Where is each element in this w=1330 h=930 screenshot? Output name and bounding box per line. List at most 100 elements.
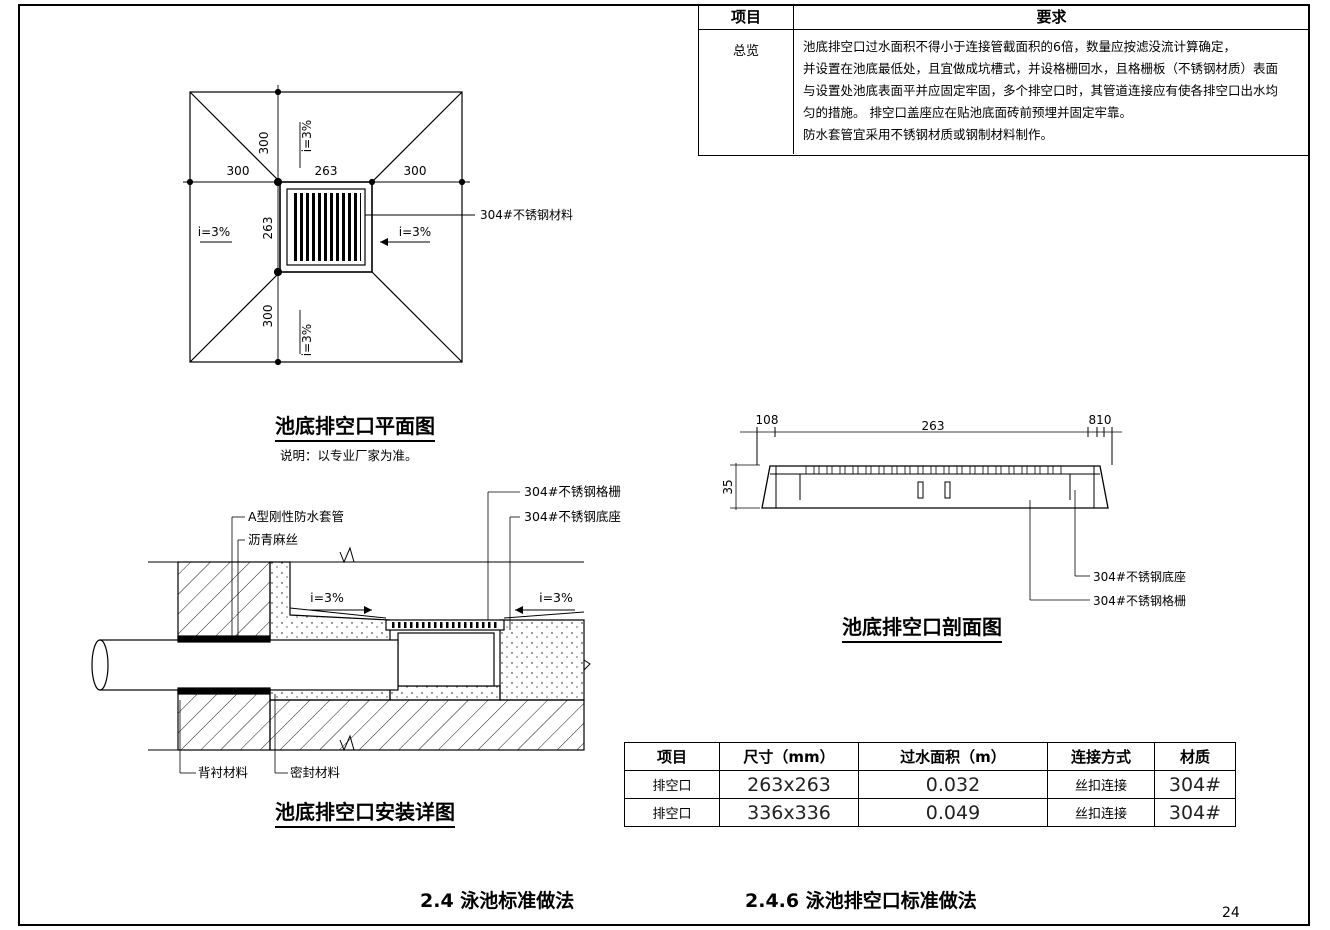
- install-slope-right: i=3%: [539, 590, 573, 605]
- plan-dim-263-left: 263: [261, 217, 275, 240]
- spec-cell: 0.049: [858, 798, 1048, 827]
- req-header-requirement: 要求: [794, 4, 1309, 30]
- grate-bar: [1039, 465, 1049, 475]
- install-label-backing: 背衬材料: [198, 765, 249, 780]
- grate-bar: [935, 465, 945, 475]
- plan-dim-300-top: 300: [257, 132, 271, 155]
- grate-bar: [410, 622, 413, 628]
- grate-bar: [482, 622, 485, 628]
- plan-dim-300-left: 300: [227, 164, 250, 178]
- section-dim-108: 108: [756, 413, 779, 427]
- install-label-sealant: 密封材料: [290, 765, 341, 780]
- requirements-table: 项目 要求 总览 池底排空口过水面积不得小于连接管截面积的6倍，数量应按滤没流计…: [698, 4, 1309, 156]
- section-label-grate: 304#不锈钢格栅: [1093, 593, 1186, 608]
- plan-title: 池底排空口平面图: [275, 410, 435, 442]
- spec-cell: 336x336: [719, 798, 859, 827]
- grate-bar: [476, 622, 479, 628]
- grate-bar: [494, 622, 497, 628]
- install-label-sleeve: A型刚性防水套管: [248, 509, 344, 524]
- plan-note: 说明：以专业厂家为准。: [280, 448, 418, 463]
- footer-subsection: 2.4.6 泳池排空口标准做法: [745, 890, 977, 912]
- req-line: 防水套管宜采用不锈钢材质或钢制材料制作。: [803, 127, 1054, 142]
- plan-outer-square: [189, 91, 463, 363]
- req-line: 与设置处池底表面平并应固定牢固，多个排空口时，其管道连接应有使各排空口出水均: [803, 83, 1279, 98]
- req-row-text: 池底排空口过水面积不得小于连接管截面积的6倍，数量应按滤没流计算确定， 并设置在…: [803, 36, 1303, 146]
- spec-header-row: 项目 尺寸（mm） 过水面积（m） 连接方式 材质: [624, 742, 1236, 771]
- spec-cell: 排空口: [624, 798, 720, 827]
- grate-bar: [392, 622, 395, 628]
- install-slope-left: i=3%: [310, 590, 344, 605]
- grate-bar: [909, 465, 919, 475]
- grate-bar: [805, 465, 815, 475]
- grate-bar: [398, 622, 401, 628]
- grate-bar: [1026, 465, 1036, 475]
- page-number: 24: [1222, 905, 1240, 921]
- plan-slope-bottom: i=3%: [300, 324, 314, 356]
- install-detail: [91, 491, 591, 774]
- grate-bar: [1000, 465, 1010, 475]
- plan-grate: [291, 193, 361, 261]
- section-view: [730, 427, 1122, 601]
- table-row: 排空口 336x336 0.049 丝扣连接 304#: [624, 798, 1236, 827]
- grate-bar: [464, 622, 467, 628]
- drawing-frame: [18, 4, 1310, 926]
- grate-bar: [416, 622, 419, 628]
- section-dim-263: 263: [922, 419, 945, 433]
- spec-cell: 304#: [1154, 798, 1236, 827]
- spec-header-material: 材质: [1154, 742, 1236, 771]
- install-title: 池底排空口安装详图: [275, 796, 455, 828]
- grate-bar: [961, 465, 971, 475]
- section-grate-bars: [805, 465, 1062, 475]
- spec-cell: 排空口: [624, 770, 720, 799]
- grate-bar: [470, 622, 473, 628]
- spec-cell: 丝扣连接: [1047, 770, 1155, 799]
- plan-labels: 300 300 263 300 263 300 i=3% i=3% i=3% i…: [198, 120, 573, 356]
- spec-header-connection: 连接方式: [1047, 742, 1155, 771]
- spec-cell: 263x263: [719, 770, 859, 799]
- grate-bar: [883, 465, 893, 475]
- req-row-label: 总览: [699, 30, 794, 154]
- req-line: 并设置在池底最低处，且宜做成坑槽式，并设格栅回水，且格栅板（不锈钢材质）表面: [803, 61, 1279, 76]
- install-label-hemp: 沥青麻丝: [248, 532, 298, 547]
- grate-bar: [896, 465, 906, 475]
- install-labels: 304#不锈钢格栅 304#不锈钢底座 A型刚性防水套管 沥青麻丝 i=3% i…: [198, 484, 621, 780]
- grate-bar: [844, 465, 854, 475]
- grate-bar: [974, 465, 984, 475]
- spec-cell: 304#: [1154, 770, 1236, 799]
- grate-bar: [948, 465, 958, 475]
- section-dim-35: 35: [721, 479, 735, 494]
- section-label-base: 304#不锈钢底座: [1093, 569, 1186, 584]
- grate-bar: [446, 622, 449, 628]
- section-dim-810: 810: [1089, 413, 1112, 427]
- grate-bar: [818, 465, 828, 475]
- plan-view: [183, 85, 475, 366]
- grate-bar: [404, 622, 407, 628]
- spec-table: 项目 尺寸（mm） 过水面积（m） 连接方式 材质 排空口 263x263 0.…: [624, 742, 1236, 827]
- spec-cell: 丝扣连接: [1047, 798, 1155, 827]
- grate-bar: [831, 465, 841, 475]
- grate-bar: [987, 465, 997, 475]
- install-label-base: 304#不锈钢底座: [524, 509, 621, 524]
- plan-slope-left: i=3%: [198, 225, 230, 239]
- grate-bar: [922, 465, 932, 475]
- grate-bar: [488, 622, 491, 628]
- section-title: 池底排空口剖面图: [842, 611, 1002, 643]
- grate-bar: [870, 465, 880, 475]
- table-row: 排空口 263x263 0.032 丝扣连接 304#: [624, 770, 1236, 799]
- grate-bar: [458, 622, 461, 628]
- req-line: 池底排空口过水面积不得小于连接管截面积的6倍，数量应按滤没流计算确定，: [803, 39, 1236, 54]
- grate-bar: [428, 622, 431, 628]
- grate-bar: [422, 622, 425, 628]
- install-label-grate: 304#不锈钢格栅: [524, 484, 621, 499]
- req-header-item: 项目: [699, 4, 794, 30]
- plan-material-label: 304#不锈钢材料: [480, 208, 573, 222]
- spec-cell: 0.032: [858, 770, 1048, 799]
- grate-bar: [440, 622, 443, 628]
- req-line: 匀的措施。 排空口盖座应在贴池底面砖前预埋并固定牢靠。: [803, 105, 1132, 120]
- grate-bar: [857, 465, 867, 475]
- plan-slope-top: i=3%: [300, 120, 314, 152]
- section-labels: 108 263 810 35 304#不锈钢底座 304#不锈钢格栅: [721, 413, 1186, 608]
- grate-bar: [1013, 465, 1023, 475]
